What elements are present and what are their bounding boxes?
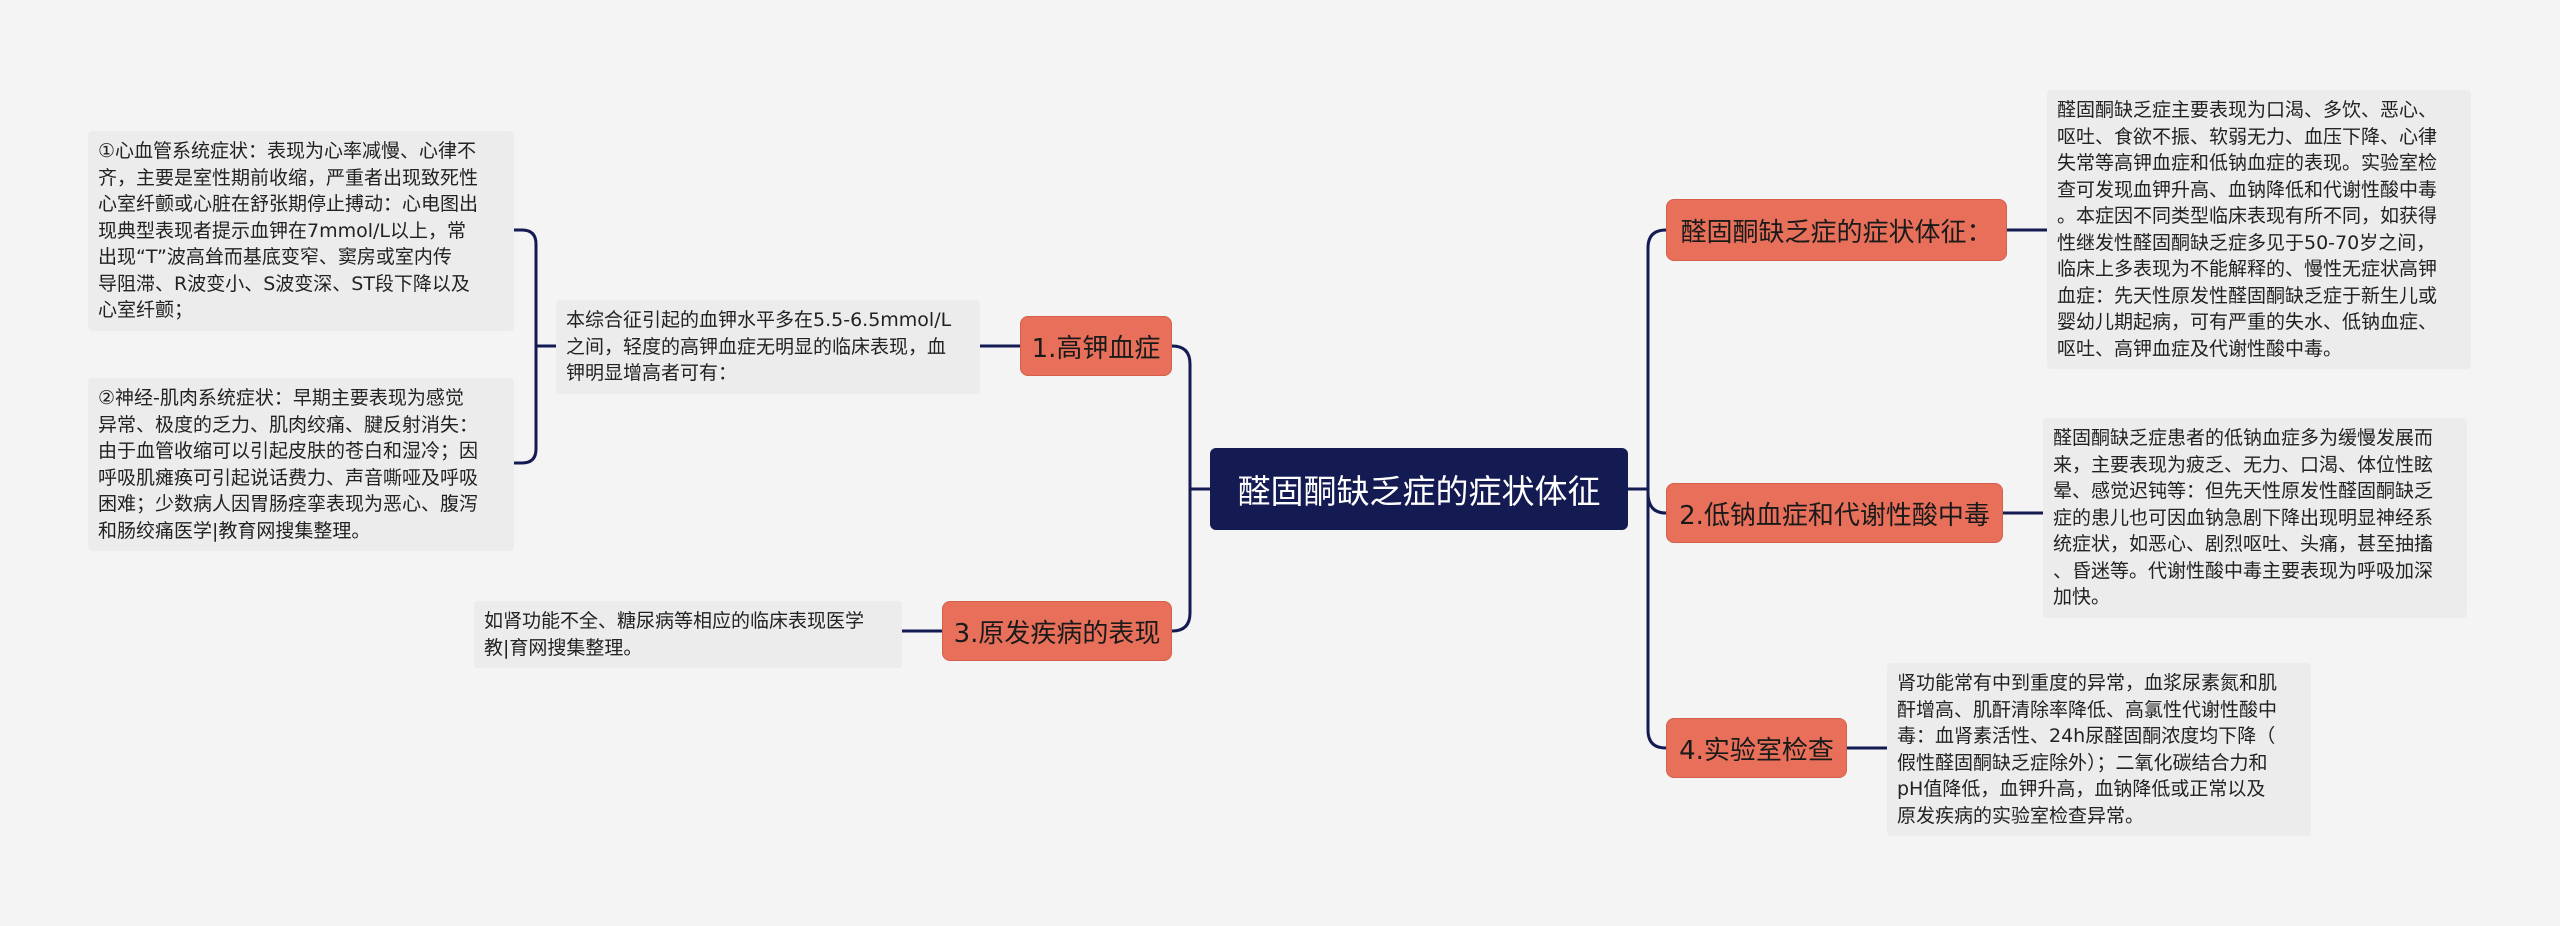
note-line: 异常、极度的乏力、肌肉绞痛、腱反射消失： [98,413,479,436]
note-line: 婴幼儿期起病，可有严重的失水、低钠血症、 [2057,311,2438,333]
note-hyperkalemia-intro: 本综合征引起的血钾水平多在5.5-6.5mmol/L 之间，轻度的高钾血症无明显… [556,300,980,394]
note-line: ①心血管系统症状：表现为心率减慢、心律不 [98,140,477,162]
note-line: 呕吐、食欲不振、软弱无力、血压下降、心律 [2057,125,2438,148]
note-line: 由于血管收缩可以引起皮肤的苍白和湿冷；因 [98,440,479,462]
note-line: 心室纤颤； [98,299,194,321]
note-line: 查可发现血钾升高、血钠降低和代谢性酸中毒 [2057,178,2438,201]
note-line: 、昏迷等。代谢性酸中毒主要表现为呼吸加深 [2053,559,2434,582]
note-line: 醛固酮缺乏症患者的低钠血症多为缓慢发展而 [2053,427,2434,449]
note-line: 血症：先天性原发性醛固酮缺乏症于新生儿或 [2057,284,2438,307]
note-line: 假性醛固酮缺乏症除外）；二氧化碳结合力和 [1897,751,2268,774]
note-primary-disease: 如肾功能不全、糖尿病等相应的临床表现医学 教|育网搜集整理。 [474,601,902,668]
branch-lab-tests-label: 4.实验室检查 [1679,735,1834,766]
note-line: 心室纤颤或心脏在舒张期停止搏动：心电图出 [98,193,479,215]
note-line: 呼吸肌瘫痪可引起说话费力、声音嘶哑及呼吸 [98,466,479,489]
note-line: 导阻滞、R波变小、S波变深、ST段下降以及 [98,272,470,295]
note-line: 加快。 [2053,586,2111,608]
note-line: 醛固酮缺乏症主要表现为口渴、多饮、恶心、 [2057,99,2438,121]
note-line: 原发疾病的实验室检查异常。 [1897,804,2145,827]
note-line: 之间，轻度的高钾血症无明显的临床表现，血 [566,335,947,358]
branch-hyponatremia-acidosis[interactable]: 2.低钠血症和代谢性酸中毒 [1666,483,2003,543]
note-line: ②神经-肌肉系统症状：早期主要表现为感觉 [98,387,464,409]
note-line: 晕、感觉迟钝等：但先天性原发性醛固酮缺乏 [2053,480,2434,502]
note-line: 困难；少数病人因胃肠痉挛表现为恶心、腹泻 [98,493,479,515]
note-line: 临床上多表现为不能解释的、慢性无症状高钾 [2057,258,2438,280]
note-cardiovascular-symptoms: ①心血管系统症状：表现为心率减慢、心律不 齐，主要是室性期前收缩，严重者出现致死… [88,131,514,331]
note-line: 如肾功能不全、糖尿病等相应的临床表现医学 [484,610,865,632]
note-line: 毒：血肾素活性、24h尿醛固酮浓度均下降（ [1897,725,2276,747]
note-lab-detail: 肾功能常有中到重度的异常，血浆尿素氮和肌 酐增高、肌酐清除率降低、高氯性代谢性酸… [1887,663,2311,836]
note-line: 来，主要表现为疲乏、无力、口渴、体位性眩 [2053,453,2434,476]
branch-hyperkalemia[interactable]: 1.高钾血症 [1020,316,1172,376]
branch-primary-disease-label: 3.原发疾病的表现 [953,618,1161,649]
note-symptoms-detail: 醛固酮缺乏症主要表现为口渴、多饮、恶心、 呕吐、食欲不振、软弱无力、血压下降、心… [2047,90,2471,369]
branch-symptoms-label: 醛固酮缺乏症的症状体征： [1680,217,1993,248]
note-hyponatremia-detail: 醛固酮缺乏症患者的低钠血症多为缓慢发展而 来，主要表现为疲乏、无力、口渴、体位性… [2043,418,2467,618]
note-line: 本综合征引起的血钾水平多在5.5-6.5mmol/L [566,309,952,331]
note-line: 齐，主要是室性期前收缩，严重者出现致死性 [98,166,479,189]
note-line: 症的患儿也可因血钠急剧下降出现明显神经系 [2053,506,2434,529]
note-line: 呕吐、高钾血症及代谢性酸中毒。 [2057,337,2343,360]
note-line: 。本症因不同类型临床表现有所不同，如获得 [2057,205,2438,227]
note-line: 和肠绞痛医学|教育网搜集整理。 [98,519,371,542]
note-line: 现典型表现者提示血钾在7mmol/L以上，常 [98,219,466,242]
note-line: 性继发性醛固酮缺乏症多见于50-70岁之间， [2057,231,2436,254]
note-neuromuscular-symptoms: ②神经-肌肉系统症状：早期主要表现为感觉 异常、极度的乏力、肌肉绞痛、腱反射消失… [88,378,514,551]
branch-hyperkalemia-label: 1.高钾血症 [1031,333,1161,364]
note-line: pH值降低，血钾升高，血钠降低或正常以及 [1897,778,2266,800]
root-topic-label: 醛固酮缺乏症的症状体征 [1237,472,1601,511]
branch-hyponatremia-acidosis-label: 2.低钠血症和代谢性酸中毒 [1679,500,1990,531]
root-topic[interactable]: 醛固酮缺乏症的症状体征 [1210,448,1628,530]
note-line: 出现“T”波高耸而基底变窄、窦房或室内传 [98,246,452,268]
branch-lab-tests[interactable]: 4.实验室检查 [1666,718,1847,778]
note-line: 统症状，如恶心、剧烈呕吐、头痛，甚至抽搐 [2053,533,2434,555]
note-line: 失常等高钾血症和低钠血症的表现。实验室检 [2057,152,2438,174]
note-line: 酐增高、肌酐清除率降低、高氯性代谢性酸中 [1897,698,2278,721]
note-line: 肾功能常有中到重度的异常，血浆尿素氮和肌 [1897,672,2278,694]
note-line: 钾明显增高者可有： [566,362,738,384]
note-line: 教|育网搜集整理。 [484,636,643,659]
branch-symptoms[interactable]: 醛固酮缺乏症的症状体征： [1666,199,2007,261]
branch-primary-disease[interactable]: 3.原发疾病的表现 [942,601,1172,661]
